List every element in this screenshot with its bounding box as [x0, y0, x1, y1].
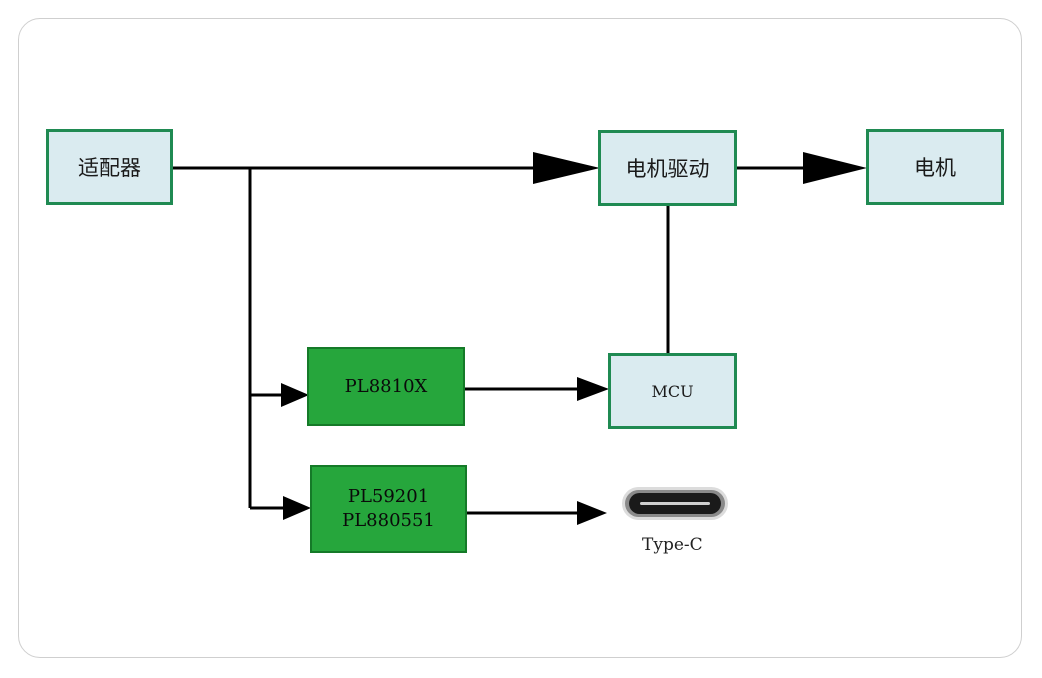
adapter-block: 适配器 [46, 129, 173, 205]
motor-driver-label: 电机驱动 [625, 157, 710, 181]
usb-type-c-port-icon [622, 487, 728, 520]
type-c-label: Type-C [642, 535, 703, 555]
motor-driver-block: 电机驱动 [598, 130, 737, 206]
arrow-to-motor [803, 152, 867, 184]
diagram-frame [18, 18, 1022, 658]
arrow-to-driver [533, 152, 600, 184]
pd-chip-label-line1: PL59201 [347, 486, 430, 507]
arrow-to-typec [577, 501, 607, 525]
arrow-to-pd-chip [283, 496, 311, 520]
pl8810x-label: PL8810X [344, 375, 428, 397]
pl8810x-chip-block: PL8810X [307, 347, 465, 426]
motor-label: 电机 [914, 156, 956, 180]
adapter-label: 适配器 [78, 156, 141, 180]
pd-chip-label-line2: PL880551 [342, 510, 435, 531]
motor-block: 电机 [866, 129, 1004, 205]
arrow-to-mcu [577, 377, 609, 401]
mcu-block: MCU [608, 353, 737, 429]
arrow-to-pl8810x [281, 383, 309, 407]
mcu-label: MCU [651, 381, 694, 401]
pd-chip-block: PL59201 PL880551 [310, 465, 467, 553]
